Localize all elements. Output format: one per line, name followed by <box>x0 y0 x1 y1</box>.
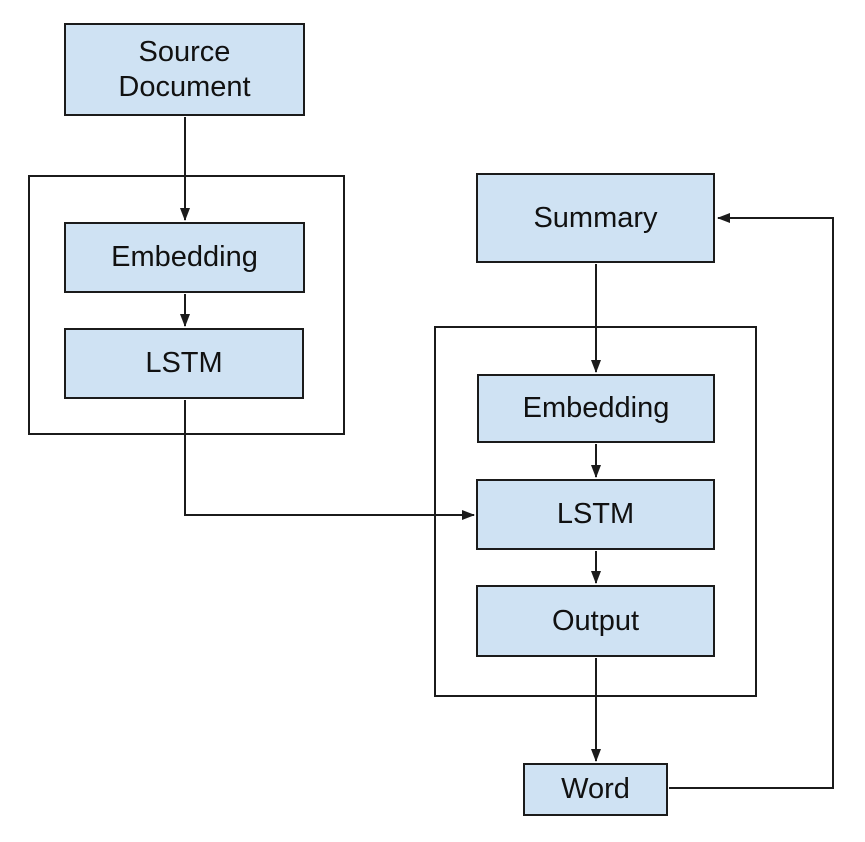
node-encoder-lstm-label: LSTM <box>145 347 223 379</box>
node-summary: Summary <box>476 173 715 263</box>
node-output-label: Output <box>551 604 640 637</box>
arrow-word-feedback-to-summary <box>669 213 834 789</box>
node-decoder-lstm-label: LSTM <box>556 498 635 530</box>
node-decoder-embedding-label: Embedding <box>522 392 670 424</box>
node-word: Word <box>523 763 668 816</box>
node-encoder-embedding: Embedding <box>64 222 305 293</box>
node-encoder-lstm: LSTM <box>64 328 304 399</box>
node-encoder-embedding-label: Embedding <box>111 241 258 273</box>
node-decoder-lstm: LSTM <box>476 479 715 550</box>
node-decoder-embedding: Embedding <box>477 374 715 443</box>
node-output: Output <box>476 585 715 657</box>
node-source-document-label: Source Document <box>118 35 251 103</box>
node-source-document: Source Document <box>64 23 305 116</box>
node-word-label: Word <box>561 773 630 805</box>
node-summary-label: Summary <box>533 201 658 234</box>
arrow-encoder-lstm-to-decoder-lstm <box>184 400 475 520</box>
